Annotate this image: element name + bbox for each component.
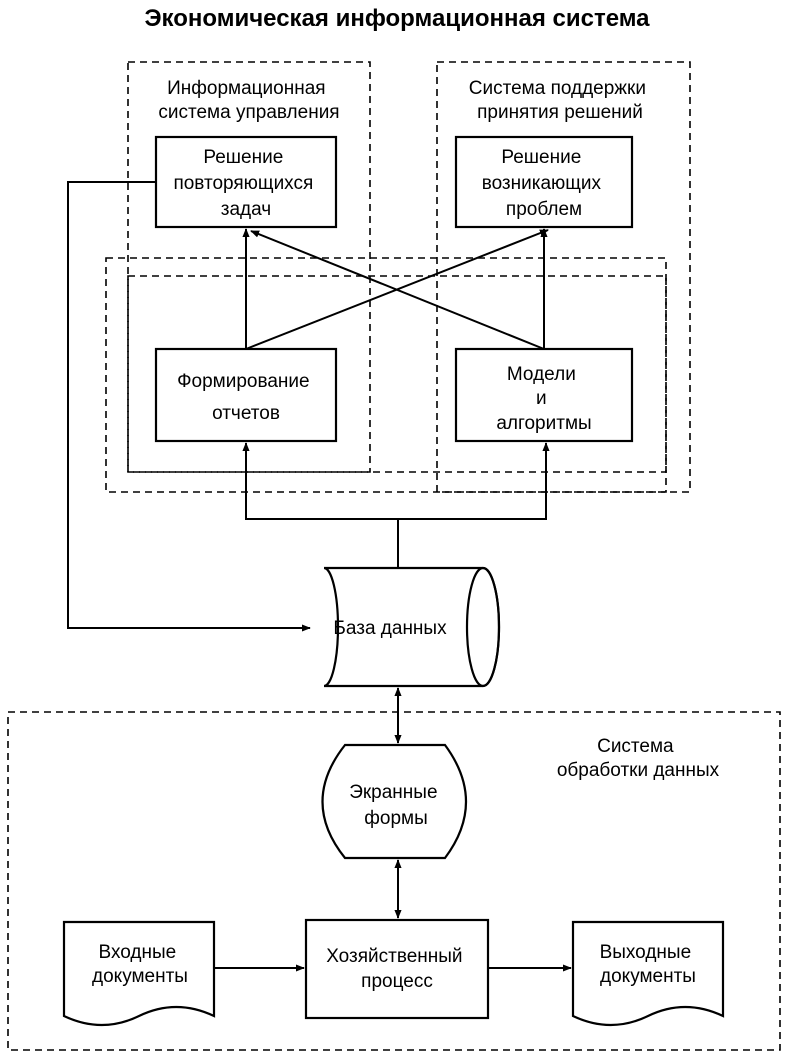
repetitive-tasks-label: Решение повторяющихся задач bbox=[173, 147, 318, 220]
models-label: Модели и алгоритмы bbox=[496, 364, 591, 434]
input-documents-label: Входные документы bbox=[92, 942, 188, 987]
repetitive-tasks-box bbox=[154, 135, 338, 229]
diagram-title: Экономическая информационная система bbox=[144, 5, 650, 32]
dss-region-label: Система поддержки принятия решений bbox=[469, 78, 651, 123]
database-cylinder-end bbox=[465, 566, 501, 688]
mis-region bbox=[127, 61, 371, 473]
business-process-box bbox=[304, 918, 490, 1020]
emerging-problems-box bbox=[454, 135, 634, 229]
input-documents-shape bbox=[62, 920, 216, 1026]
business-process-label: Хозяйственный процесс bbox=[326, 946, 468, 992]
arrow-models-to-repetitive bbox=[250, 230, 545, 350]
screen-forms-shape bbox=[321, 743, 468, 860]
output-documents-label: Выходные документы bbox=[600, 942, 697, 987]
mis-region-label: Информационная система управления bbox=[158, 78, 339, 123]
dps-region bbox=[7, 711, 781, 1051]
dps-region-label: Система обработки данных bbox=[557, 736, 720, 781]
arrow-repetitive-to-db bbox=[67, 181, 311, 632]
dss-region bbox=[436, 61, 691, 493]
output-documents-shape bbox=[571, 920, 725, 1026]
screen-forms-label: Экранные формы bbox=[349, 782, 443, 829]
overlap-region-inner bbox=[127, 275, 667, 473]
models-box bbox=[454, 347, 634, 443]
reports-label: Формирование отчетов bbox=[177, 371, 315, 424]
emerging-problems-label: Решение возникающих проблем bbox=[482, 147, 607, 220]
arrow-db-to-models bbox=[398, 442, 550, 520]
arrow-db-to-reports bbox=[242, 442, 399, 568]
database-label: База данных bbox=[333, 618, 447, 639]
reports-box bbox=[154, 347, 338, 443]
